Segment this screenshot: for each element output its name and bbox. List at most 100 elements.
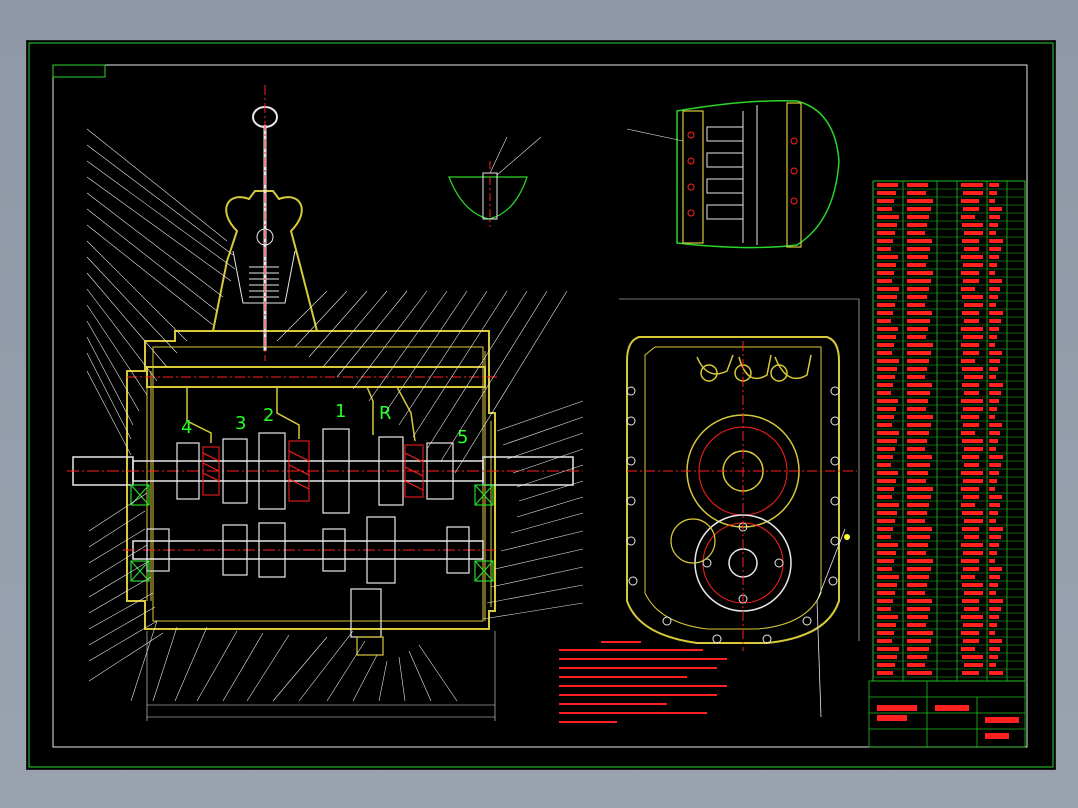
table-cell-glyph [989,495,1002,499]
table-cell-glyph [907,351,931,355]
table-cell-glyph [962,511,983,515]
table-cell-glyph [877,415,894,419]
table-cell-glyph [877,535,891,539]
table-cell-glyph [877,231,895,235]
table-cell-glyph [877,431,899,435]
table-cell-glyph [877,559,894,563]
table-cell-glyph [989,671,1003,675]
table-cell-glyph [907,191,926,195]
table-cell-glyph [877,439,897,443]
table-cell-glyph [961,575,975,579]
table-cell-glyph [989,559,995,563]
bearing-icon [130,560,150,582]
table-cell-glyph [877,407,896,411]
table-cell-glyph [877,519,895,523]
drain-boss [356,636,384,656]
table-cell-glyph [877,527,893,531]
table-cell-glyph [907,215,929,219]
table-cell-glyph [989,183,999,187]
table-cell-glyph [964,231,983,235]
table-cell-glyph [907,287,929,291]
table-cell-glyph [961,215,975,219]
idler-gear-end [670,518,716,564]
table-cell-glyph [907,303,925,307]
gear-label-4: 4 [181,417,192,438]
table-cell-glyph [877,271,894,275]
table-cell-glyph [962,455,979,459]
table-cell-glyph [989,303,996,307]
gear-icon [222,524,248,576]
table-cell-glyph [989,335,997,339]
table-cell-glyph [877,199,894,203]
table-cell-glyph [989,223,998,227]
table-cell-glyph [907,535,930,539]
table-cell-glyph [989,623,997,627]
table-cell-glyph [989,503,1000,507]
table-cell-glyph [989,391,1001,395]
table-cell-glyph [989,655,998,659]
table-cell-glyph [964,607,979,611]
table-cell-glyph [989,215,1000,219]
table-cell-glyph [989,343,995,347]
table-cell-glyph [989,439,998,443]
table-cell-glyph [877,487,894,491]
table-cell-glyph [989,639,1002,643]
table-cell-glyph [989,231,996,235]
end-view [619,298,860,718]
inner-border [52,64,1028,748]
table-cell-glyph [963,351,979,355]
table-cell-glyph [907,623,926,627]
table-cell-glyph [989,479,997,483]
table-cell-glyph [989,319,1001,323]
table-cell-glyph [877,351,892,355]
table-cell-glyph [877,575,899,579]
table-cell-glyph [964,591,983,595]
leader-lines-left [86,128,236,682]
table-cell-glyph [907,255,928,259]
table-cell-glyph [962,671,979,675]
table-cell-glyph [907,247,930,251]
table-cell-glyph [989,423,1002,427]
table-cell-glyph [989,247,1001,251]
table-cell-glyph [907,631,933,635]
table-cell-glyph [961,183,983,187]
table-cell-glyph [877,471,898,475]
table-cell-glyph [907,367,927,371]
table-cell-glyph [963,407,983,411]
gear-label-5: 5 [457,427,468,448]
table-cell-glyph [963,495,979,499]
table-cell-glyph [877,543,898,547]
table-cell-glyph [989,295,998,299]
table-cell-glyph [961,615,983,619]
table-cell-glyph [877,399,898,403]
table-cell-glyph [961,255,983,259]
table-cell-glyph [989,567,1002,571]
bearing-icon [474,484,494,506]
table-cell-glyph [907,559,933,563]
housing-outline [126,330,496,630]
table-cell-glyph [877,551,896,555]
table-cell-glyph [963,335,983,339]
table-cell-glyph [964,519,983,523]
table-cell-glyph [961,287,975,291]
table-cell-glyph [989,415,995,419]
table-cell-glyph [961,631,979,635]
table-cell-glyph [989,647,1000,651]
table-cell-glyph [907,543,928,547]
table-cell-glyph [907,511,927,515]
title-block [868,680,1026,748]
table-cell-glyph [989,191,997,195]
table-cell-glyph [877,647,899,651]
table-cell-glyph [962,655,983,659]
leader-lines-top [276,290,568,474]
table-cell-glyph [877,511,897,515]
table-cell-glyph [877,263,896,267]
table-cell-glyph [964,303,983,307]
table-cell-glyph [877,655,897,659]
table-cell-glyph [877,359,899,363]
table-cell-glyph [877,455,893,459]
table-cell-glyph [907,375,925,379]
table-cell-glyph [989,431,1000,435]
table-cell-glyph [963,567,979,571]
table-cell-glyph [989,511,998,515]
